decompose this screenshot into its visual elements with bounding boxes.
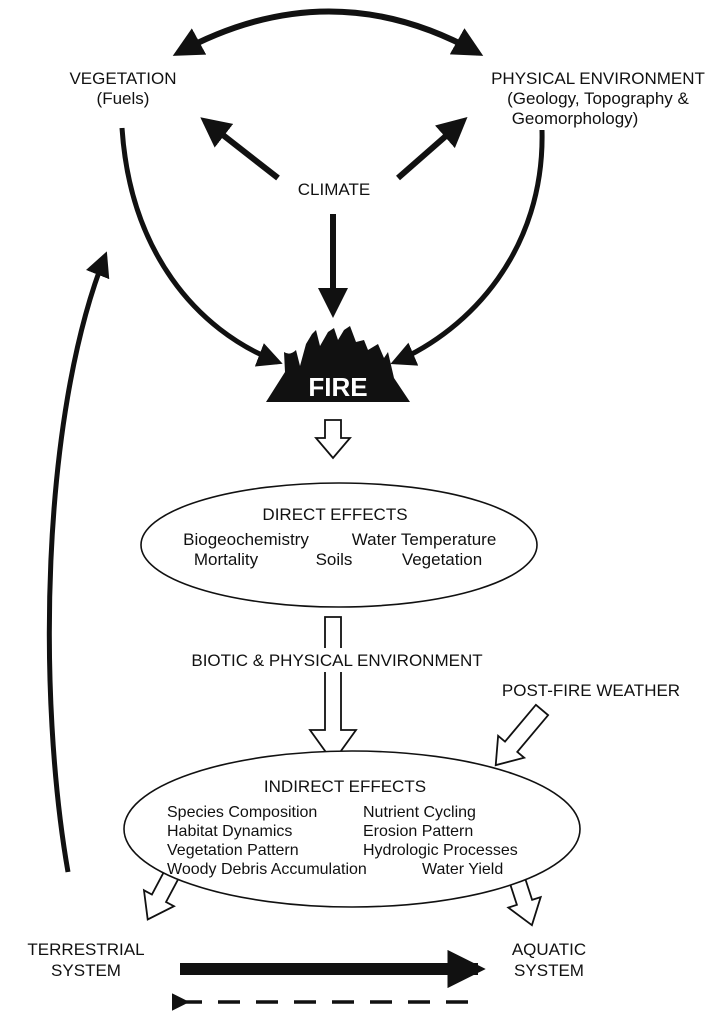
indirect-effects-ellipse: [123, 750, 581, 908]
indirect-effects-title: INDIRECT EFFECTS: [264, 777, 426, 796]
direct-item-mortality: Mortality: [194, 550, 259, 569]
arrow-vegetation-physical: [172, 8, 484, 56]
indirect-item-species-composition: Species Composition: [167, 804, 317, 821]
post-fire-weather-label: POST-FIRE WEATHER: [502, 681, 680, 700]
climate-label: CLIMATE: [298, 180, 370, 199]
indirect-item-nutrient-cycling: Nutrient Cycling: [363, 804, 476, 821]
arrow-vegetation-fire: [119, 127, 283, 367]
direct-effects-title: DIRECT EFFECTS: [262, 505, 407, 524]
indirect-item-habitat-dynamics: Habitat Dynamics: [167, 823, 292, 840]
direct-item-soils: Soils: [316, 550, 353, 569]
hollow-arrow-direct-indirect: [308, 616, 358, 764]
aquatic-system-label: SYSTEM: [514, 961, 584, 980]
arrow-climate-vegetation: [200, 117, 280, 181]
indirect-item-woody-debris: Woody Debris Accumulation: [167, 861, 367, 878]
arrow-physical-fire: [390, 129, 545, 366]
terrestrial-label: TERRESTRIAL: [27, 940, 144, 959]
indirect-item-erosion-pattern: Erosion Pattern: [363, 823, 473, 840]
direct-item-vegetation: Vegetation: [402, 550, 482, 569]
indirect-item-hydrologic-processes: Hydrologic Processes: [363, 842, 518, 859]
indirect-item-water-yield: Water Yield: [422, 861, 503, 878]
vegetation-sub-label: (Fuels): [97, 89, 150, 108]
fire-icon: [266, 326, 410, 402]
fire-label: FIRE: [308, 372, 367, 402]
vegetation-label: VEGETATION: [69, 69, 176, 88]
physical-environment-sub-label-1: (Geology, Topography &: [507, 89, 689, 108]
physical-environment-label: PHYSICAL ENVIRONMENT: [491, 69, 705, 88]
hollow-arrow-fire-direct: [314, 419, 352, 460]
direct-item-biogeochemistry: Biogeochemistry: [183, 530, 309, 549]
arrow-terrestrial-vegetation: [46, 251, 110, 873]
direct-item-water-temperature: Water Temperature: [352, 530, 497, 549]
physical-environment-sub-label-2: Geomorphology): [512, 109, 639, 128]
label-gap: [300, 648, 366, 672]
terrestrial-system-label: SYSTEM: [51, 961, 121, 980]
aquatic-label: AQUATIC: [512, 940, 586, 959]
arrow-climate-physical: [396, 117, 468, 181]
direct-effects-ellipse: [140, 482, 538, 608]
indirect-item-vegetation-pattern: Vegetation Pattern: [167, 842, 299, 859]
hollow-arrow-weather-indirect: [494, 703, 550, 767]
biotic-physical-label: BIOTIC & PHYSICAL ENVIRONMENT: [191, 651, 482, 670]
